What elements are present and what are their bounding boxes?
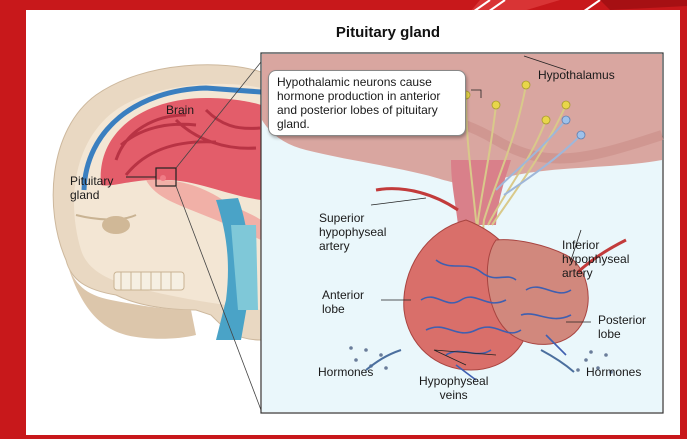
label-anterior-lobe: Anterior lobe xyxy=(322,288,364,316)
label-pituitary-gland: Pituitary gland xyxy=(70,174,113,202)
label-hormones-left: Hormones xyxy=(318,365,373,379)
figure-title: Pituitary gland xyxy=(26,24,680,41)
label-posterior-lobe: Posterior lobe xyxy=(598,313,646,341)
label-hypothalamus: Hypothalamus xyxy=(538,68,615,82)
callout-text: Hypothalamic neurons cause hormone produ… xyxy=(268,70,466,136)
label-brain: Brain xyxy=(166,103,194,117)
label-inferior-hypophyseal-artery: Inferior hypophyseal artery xyxy=(562,238,629,280)
label-hormones-right: Hormones xyxy=(586,365,641,379)
label-superior-hypophyseal-artery: Superior hypophyseal artery xyxy=(319,211,386,253)
head-profile xyxy=(53,62,261,410)
label-hypophyseal-veins: Hypophyseal veins xyxy=(419,374,488,402)
figure-panel: Pituitary gland Brain Pituitary gland Hy… xyxy=(26,10,680,435)
